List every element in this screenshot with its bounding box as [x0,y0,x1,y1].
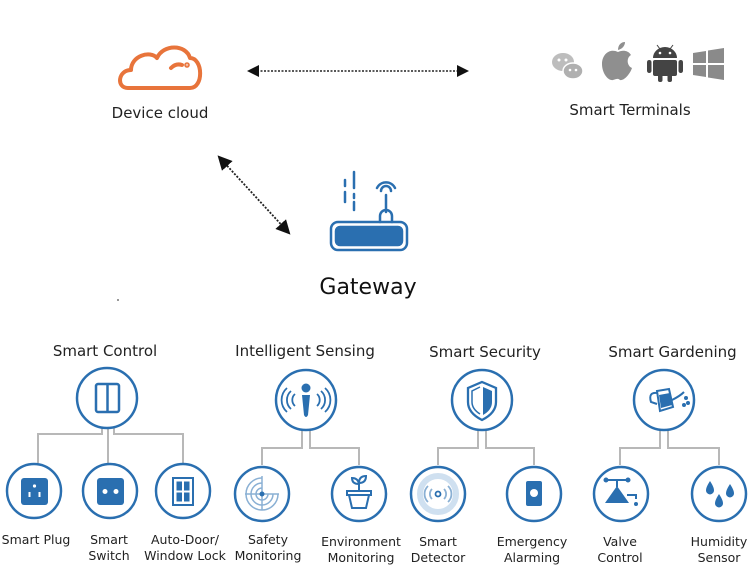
android-icon [647,44,683,82]
detector-icon [417,473,459,515]
cloud-label: Device cloud [111,104,209,122]
connector-lines [37,428,720,465]
category-circle-smart-security [450,368,514,432]
router-icon [329,170,409,252]
category-title-smart-control: Smart Control [52,342,158,360]
child-label-door-lock: Auto-Door/Window Lock [144,532,226,563]
switch-icon [97,478,124,505]
valve-icon [603,477,638,506]
plant-pot-icon [346,474,372,509]
water-drops-icon [706,481,734,508]
panel-switch-icon [94,382,121,414]
terminals-label: Smart Terminals [569,101,691,119]
gateway-label: Gateway [319,275,417,300]
artifact-dot [117,299,119,301]
windows-icon [693,48,724,80]
plug-socket-icon [21,478,48,505]
apple-icon [602,42,632,81]
child-circle-door-lock [154,462,212,520]
radar-icon [245,476,279,511]
signal-sensor-icon [280,383,332,417]
cloud-gateway-link [217,155,291,235]
window-icon [172,477,194,506]
watering-can-icon [649,387,690,413]
category-title-intelligent-sensing: Intelligent Sensing [235,342,375,360]
category-title-smart-security: Smart Security [429,343,541,361]
wechat-icon [552,53,584,80]
cloud-icon [118,45,203,90]
shield-icon [466,380,498,422]
alarm-button-icon [526,481,542,506]
category-title-smart-gardening: Smart Gardening [608,343,737,361]
child-label-smart-plug: Smart Plug [1,532,71,547]
